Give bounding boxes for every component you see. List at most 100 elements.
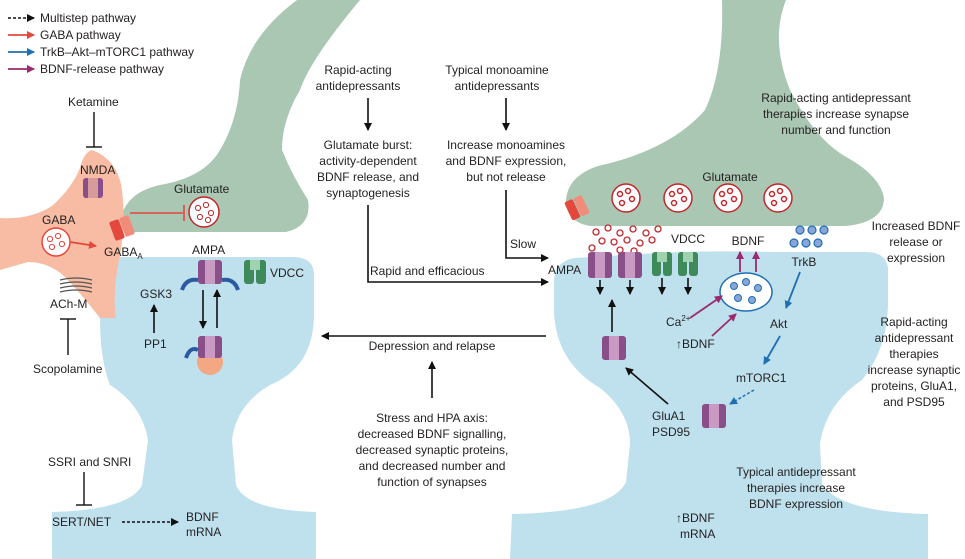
gaba-a-receptor-icon — [109, 215, 135, 241]
increased-bdnf-1: Increased BDNF — [872, 219, 961, 233]
left-presynaptic-neuron — [121, 0, 360, 232]
pp1-label: PP1 — [144, 337, 167, 351]
scopolamine-label: Scopolamine — [33, 362, 103, 376]
right-bdnf-mrna-label-2: mRNA — [680, 527, 715, 541]
left-ampa-anchor-icon-2 — [221, 277, 240, 291]
trkb-to-akt-arrow — [784, 271, 801, 309]
up-bdnf-to-vesicle-arrow — [711, 313, 737, 337]
right-internal-ampa-icon — [602, 336, 626, 360]
right-vesicle-2-icon — [663, 183, 693, 213]
left-glutamate-label: Glutamate — [174, 182, 230, 196]
gaba-label: GABA — [42, 213, 75, 227]
right-presynaptic-receptor-icon — [564, 195, 590, 221]
stress-line-5: function of synapses — [377, 475, 486, 489]
increase-line-1: Increase monoamines — [447, 138, 565, 152]
gaba-vesicle-icon — [41, 227, 71, 257]
typical-increase-1: Typical antidepressant — [736, 465, 856, 479]
right-vesicle-4-icon — [763, 183, 793, 213]
stress-line-2: decreased BDNF signalling, — [358, 427, 507, 441]
rapid-efficacious-arrow — [367, 205, 549, 286]
gsk3-label: GSK3 — [140, 287, 172, 301]
ach-m-receptor-icon — [59, 277, 93, 293]
ketamine-label: Ketamine — [68, 95, 119, 109]
gaba-arrow — [69, 240, 97, 249]
nmda-receptor-icon — [83, 178, 103, 198]
nmda-label: NMDA — [80, 163, 115, 177]
burst-line-2: activity-dependent — [319, 154, 417, 168]
stress-line-4: and decreased number and — [359, 459, 506, 473]
typical-label-1: Typical monoamine — [445, 63, 549, 77]
right-vesicle-1-icon — [611, 183, 641, 213]
akt-to-mtorc1-arrow — [763, 335, 781, 365]
legend-gaba: GABA pathway — [40, 28, 121, 42]
released-glutamate-icon — [588, 224, 662, 255]
right-top-note-2: therapies increase synapse — [763, 107, 909, 121]
gaba-a-label: GABAA — [104, 245, 143, 261]
burst-line-3: BDNF release, and — [317, 170, 419, 184]
psd95-label: PSD95 — [652, 425, 690, 439]
right-ampa-receptor-1-icon — [588, 252, 612, 278]
typical-increase-3: BDNF expression — [749, 497, 843, 511]
sert-label: SERT/NET — [52, 515, 112, 529]
rapid-efficacious-label: Rapid and efficacious — [370, 264, 485, 278]
glua1-label: GluA1 — [652, 409, 686, 423]
right-vesicle-3-icon — [713, 183, 743, 213]
right-ampa-receptor-2-icon — [618, 252, 642, 278]
up-bdnf-label: ↑BDNF — [676, 337, 715, 351]
right-glutamate-label: Glutamate — [702, 170, 758, 184]
rapid-increase-2: antidepressant — [875, 331, 954, 345]
left-glutamate-vesicle-icon — [188, 196, 220, 228]
legend-trkb: TrkB–Akt–mTORC1 pathway — [40, 45, 194, 59]
burst-line-1: Glutamate burst: — [324, 138, 413, 152]
legend-multistep: Multistep pathway — [40, 11, 136, 25]
legend-bdnf-release: BDNF-release pathway — [40, 62, 164, 76]
left-vdcc-channel-icon — [244, 260, 266, 284]
right-vdcc-channel-2-icon — [678, 252, 698, 276]
left-bdnf-mrna-label-1: BDNF — [186, 510, 219, 524]
burst-line-4: synaptogenesis — [326, 186, 409, 200]
rapid-increase-6: and PSD95 — [883, 395, 945, 409]
left-vdcc-label: VDCC — [270, 266, 304, 280]
stress-line-1: Stress and HPA axis: — [376, 411, 488, 425]
rapid-increase-1: Rapid-acting — [880, 315, 947, 329]
legend: Multistep pathway GABA pathway TrkB–Akt–… — [8, 11, 194, 76]
ach-m-label: ACh-M — [50, 297, 87, 311]
rapid-increase-4: increase synaptic — [868, 363, 961, 377]
stress-line-3: decreased synaptic proteins, — [356, 443, 509, 457]
trkb-bdnf-dots-icon — [789, 225, 829, 248]
rapid-acting-label-1: Rapid-acting — [324, 63, 391, 77]
glua1-receptor-icon — [702, 404, 726, 428]
slow-arrow — [505, 190, 549, 262]
glua1-to-ampa-arrow — [625, 367, 669, 405]
rapid-acting-label-2: antidepressants — [316, 79, 401, 93]
trkb-label: TrkB — [792, 255, 817, 269]
right-vdcc-label: VDCC — [671, 232, 705, 246]
right-vdcc-channel-1-icon — [652, 252, 672, 276]
increased-bdnf-3: expression — [887, 251, 945, 265]
right-bdnf-mrna-label-1: ↑BDNF — [676, 511, 715, 525]
right-top-note-1: Rapid-acting antidepressant — [761, 91, 911, 105]
left-postsynaptic-neuron — [52, 257, 316, 559]
increase-line-2: and BDNF expression, — [446, 154, 567, 168]
right-glutamate-vesicles — [611, 183, 793, 213]
left-internal-ampa-icon — [198, 336, 222, 358]
right-bdnf-label: BDNF — [732, 234, 765, 248]
bdnf-vesicle-icon — [719, 272, 773, 312]
slow-label: Slow — [510, 237, 536, 251]
left-bdnf-mrna-label-2: mRNA — [186, 525, 221, 539]
left-ampa-label: AMPA — [192, 243, 225, 257]
increase-line-3: but not release — [466, 170, 546, 184]
increased-bdnf-2: release or — [889, 235, 942, 249]
right-ampa-label: AMPA — [548, 263, 581, 277]
ca-label: Ca2+ — [666, 314, 691, 329]
left-internal-anchor-icon — [184, 347, 199, 359]
typical-label-2: antidepressants — [455, 79, 540, 93]
akt-label: Akt — [770, 317, 788, 331]
ca-to-bdnf-arrow — [689, 295, 723, 319]
left-ampa-anchor-icon — [180, 277, 199, 291]
mtorc1-label: mTORC1 — [736, 371, 787, 385]
right-presynaptic-neuron — [566, 0, 884, 226]
left-ampa-receptor-icon — [198, 260, 222, 284]
